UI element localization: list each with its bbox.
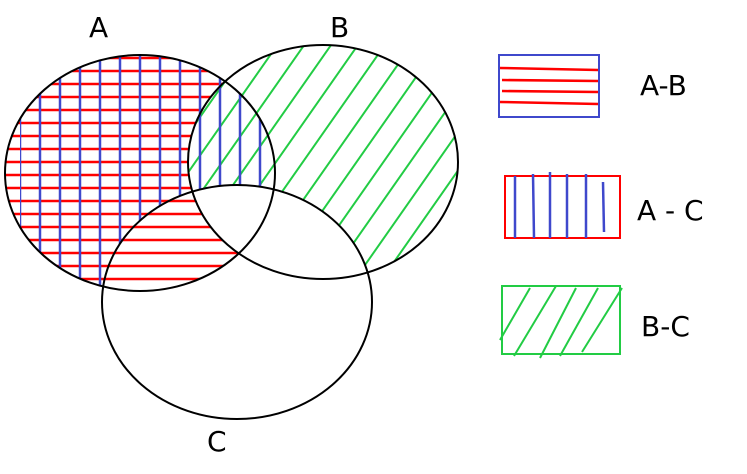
legend-swatch-b-minus-c (499, 285, 623, 359)
legend-label-a-minus-b: A-B (640, 69, 687, 102)
region-a-minus-c-hatch (20, 0, 265, 474)
set-c-circle (101, 184, 373, 420)
set-b-label: B (330, 11, 350, 44)
legend-label-b-minus-c: B-C (641, 310, 690, 343)
legend-swatch-a-minus-b (498, 54, 600, 118)
set-a-circle (4, 54, 276, 292)
set-c-label: C (207, 425, 227, 458)
legend-swatch-a-minus-c (504, 172, 621, 239)
legend-label-a-minus-c: A - C (637, 194, 704, 227)
set-a-label: A (89, 11, 109, 44)
set-b-circle (187, 44, 459, 280)
